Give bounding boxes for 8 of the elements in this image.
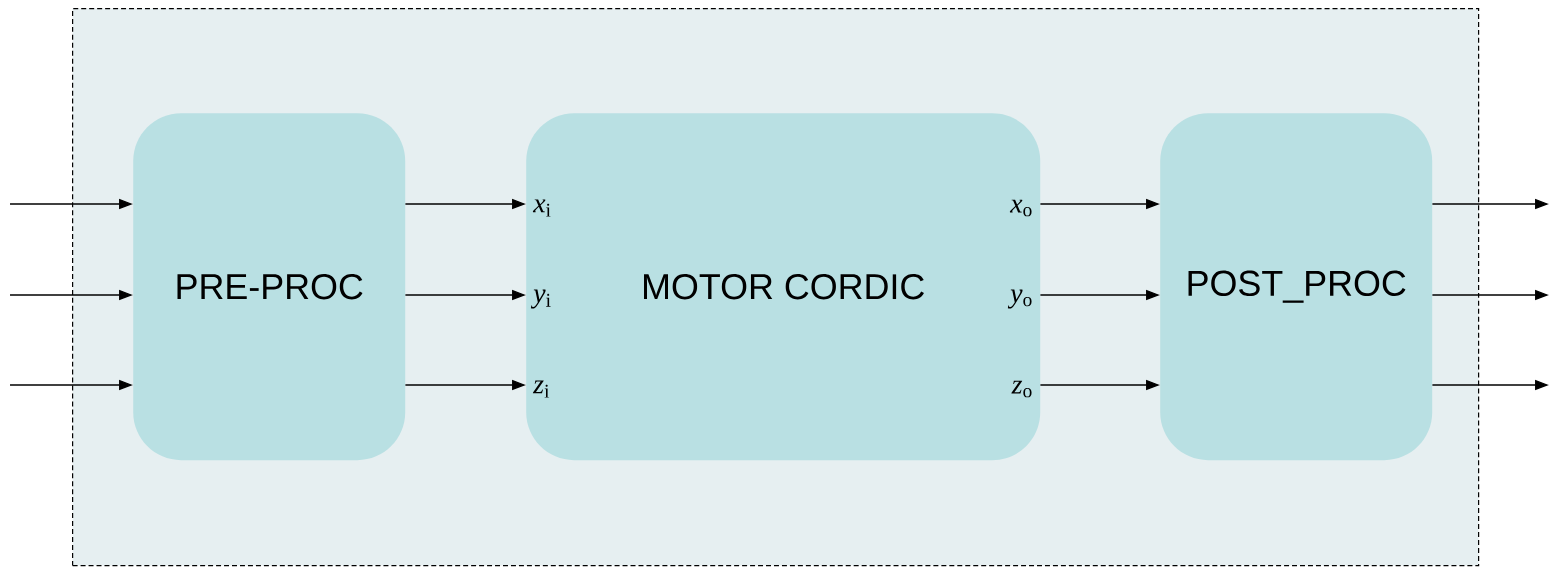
port-label: x$_{i}$ [532, 199, 551, 217]
port-label: y$_{o}$ [1007, 289, 1032, 309]
process-box: PRE-PROC [133, 113, 406, 461]
port-label: y$_{i}$ [530, 289, 551, 309]
port-label: z$_{i}$ [532, 380, 550, 398]
process-box: POST_PROC [1160, 113, 1433, 461]
port-label: z$_{o}$ [1011, 380, 1032, 398]
port-label: x$_{o}$ [1009, 199, 1032, 217]
